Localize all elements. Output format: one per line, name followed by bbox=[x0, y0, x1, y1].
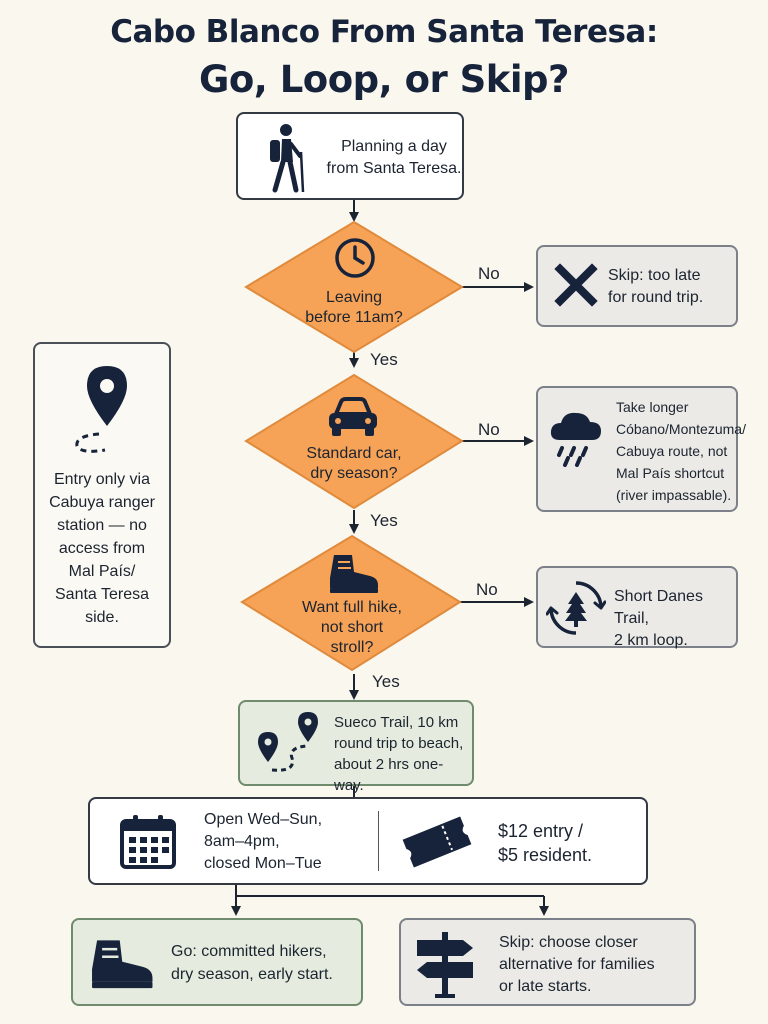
decision-2-yes-label: Yes bbox=[370, 511, 398, 530]
decision-2-line-2: dry season? bbox=[310, 465, 398, 482]
map-pin-icon bbox=[75, 366, 127, 453]
boot-icon bbox=[330, 555, 378, 593]
trail-line-1: Sueco Trail, 10 km bbox=[334, 714, 459, 731]
signpost-icon bbox=[417, 932, 473, 998]
hours-line-1: Open Wed–Sun, bbox=[204, 811, 323, 828]
outcome-3-line-2: 2 km loop. bbox=[614, 632, 688, 649]
decision-3-text: Want full hike, not short stroll? bbox=[288, 598, 416, 658]
calendar-icon bbox=[120, 815, 176, 869]
decision-1-line-1: Leaving bbox=[325, 289, 383, 306]
side-note-box: Entry only via Cabuya ranger station — n… bbox=[33, 342, 171, 648]
info-box: Open Wed–Sun, 8am–4pm, closed Mon–Tue $1… bbox=[88, 797, 648, 885]
car-icon bbox=[329, 397, 377, 436]
decision-3-line-3: stroll? bbox=[330, 639, 374, 656]
decision-3-yes-label: Yes bbox=[372, 672, 400, 691]
decision-2-line-1: Standard car, bbox=[306, 445, 402, 462]
hours-line-2: 8am–4pm, bbox=[204, 833, 280, 850]
side-note-line-1: Entry only via bbox=[53, 471, 151, 488]
outcome-2-line-5: (river impassable). bbox=[616, 487, 732, 503]
outcome-2-line-1: Take longer bbox=[616, 399, 689, 415]
outcome-short-trail-box: Short Danes Trail, 2 km loop. bbox=[536, 566, 738, 649]
page-subtitle: Go, Loop, or Skip? bbox=[199, 58, 570, 101]
hours-line-3: closed Mon–Tue bbox=[204, 855, 322, 872]
decision-1-yes-label: Yes bbox=[370, 350, 398, 369]
side-note-line-4: access from bbox=[58, 540, 146, 557]
side-note-line-7: side. bbox=[85, 609, 119, 626]
outcome-too-late-box: Skip: too late for round trip. bbox=[536, 245, 738, 327]
page-title: Cabo Blanco From Santa Teresa: bbox=[110, 14, 658, 50]
outcome-2-line-2: Cóbano/Montezuma/ bbox=[616, 421, 746, 437]
decision-2-text: Standard car, dry season? bbox=[290, 444, 418, 484]
decision-diamond-time bbox=[244, 220, 464, 354]
decision-2-no-label: No bbox=[478, 420, 500, 439]
x-icon bbox=[554, 263, 598, 307]
route-pins-icon bbox=[258, 712, 318, 772]
decision-1-line-2: before 11am? bbox=[305, 309, 403, 326]
trail-line-2: round trip to beach, bbox=[334, 735, 464, 752]
price-line-1: $12 entry / bbox=[498, 821, 584, 841]
trail-line-3: about 2 hrs one-way. bbox=[334, 756, 444, 794]
decision-diamond-hike bbox=[240, 534, 462, 672]
hiker-icon bbox=[270, 124, 305, 193]
ticket-icon bbox=[402, 816, 472, 868]
skip-line-1: Skip: choose closer bbox=[499, 934, 638, 951]
tree-loop-icon bbox=[546, 581, 606, 635]
price-line-2: $5 resident. bbox=[498, 845, 593, 865]
decision-3-line-1: Want full hike, bbox=[302, 599, 402, 616]
rain-cloud-icon bbox=[550, 412, 601, 467]
decision-3-no-label: No bbox=[476, 580, 498, 599]
side-note-line-6: Santa Teresa bbox=[55, 586, 149, 603]
final-skip-box: Skip: choose closer alternative for fami… bbox=[399, 918, 696, 1006]
trail-box: Sueco Trail, 10 km round trip to beach, … bbox=[238, 700, 474, 794]
start-box: Planning a day from Santa Teresa. bbox=[236, 112, 464, 200]
skip-line-2: alternative for families bbox=[499, 956, 655, 973]
side-note-line-3: station — no bbox=[57, 517, 147, 534]
clock-icon bbox=[335, 238, 375, 278]
outcome-2-line-3: Cabuya route, not bbox=[616, 443, 728, 459]
side-note-line-2: Cabuya ranger bbox=[49, 494, 155, 511]
final-go-box: Go: committed hikers, dry season, early … bbox=[71, 918, 363, 1006]
outcome-3-line-1: Short Danes Trail, bbox=[614, 588, 703, 627]
outcome-1-line-1: Skip: too late bbox=[608, 267, 701, 284]
start-line-1: Planning a day bbox=[341, 138, 447, 155]
side-note-line-5: Mal País/ bbox=[68, 563, 136, 580]
decision-1-no-label: No bbox=[478, 264, 500, 283]
decision-3-line-2: not short bbox=[320, 619, 384, 636]
info-divider bbox=[378, 811, 379, 871]
outcome-long-route-box: Take longer Cóbano/Montezuma/ Cabuya rou… bbox=[536, 386, 746, 512]
go-line-1: Go: committed hikers, bbox=[171, 943, 327, 960]
go-line-2: dry season, early start. bbox=[171, 966, 333, 983]
boot-icon bbox=[92, 940, 153, 989]
outcome-2-line-4: Mal País shortcut bbox=[616, 465, 725, 481]
decision-1-text: Leaving before 11am? bbox=[290, 288, 418, 328]
start-line-2: from Santa Teresa. bbox=[326, 160, 462, 177]
skip-line-3: or late starts. bbox=[499, 978, 592, 995]
outcome-1-line-2: for round trip. bbox=[608, 289, 704, 306]
decision-diamond-car bbox=[244, 373, 464, 510]
